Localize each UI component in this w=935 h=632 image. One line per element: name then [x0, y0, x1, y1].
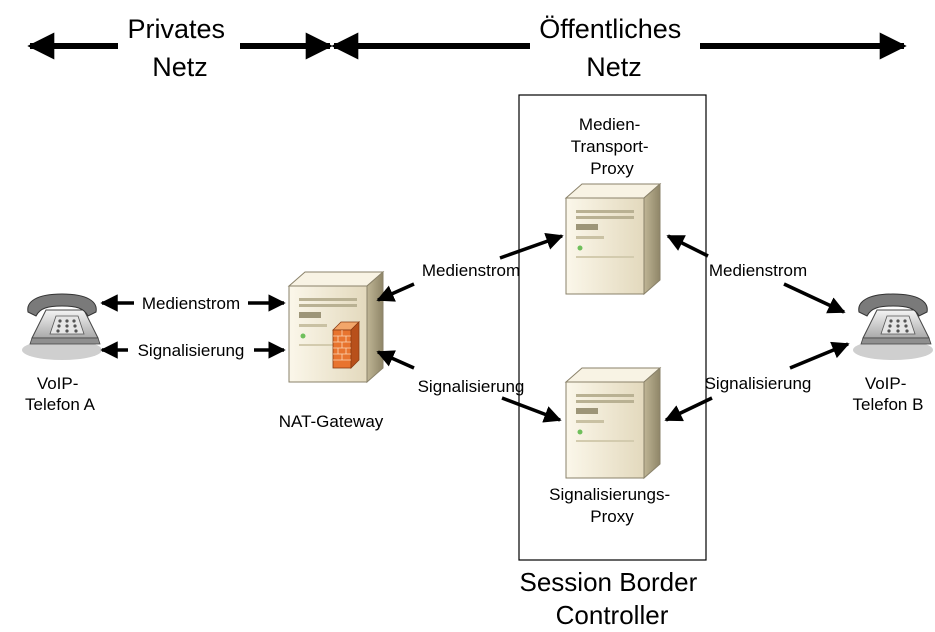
phone-a-media-label: Medienstrom — [142, 294, 240, 313]
signaling-proxy-label: Signalisierungs- Proxy — [549, 485, 675, 526]
server-icon — [565, 183, 661, 295]
media-proxy-label: Medien- Transport- Proxy — [571, 115, 654, 178]
nat-signal-arrow-left — [376, 350, 415, 370]
phone-b-media-arrow-right — [783, 282, 846, 314]
server-icon — [565, 367, 661, 479]
public-zone-label: Öffentliches Netz — [539, 14, 689, 82]
phone-b-media-label: Medienstrom — [709, 261, 807, 280]
phone-b-signal-arrow-right — [789, 341, 850, 370]
nat-media-arrow-left — [376, 282, 415, 302]
phone-b-signal-label: Signalisierung — [705, 374, 812, 393]
nat-media-arrow-right — [499, 233, 564, 260]
nat-gateway-label: NAT-Gateway — [279, 412, 384, 431]
phone-a-label: VoIP- Telefon A — [25, 374, 96, 414]
nat-signal-arrow-right — [501, 396, 562, 423]
phone-a-signal-label: Signalisierung — [138, 341, 245, 360]
phone-b-media-arrow-left — [666, 234, 709, 258]
server-firewall-icon — [288, 271, 384, 383]
private-zone-label: Privates Netz — [127, 14, 232, 82]
nat-signal-label: Signalisierung — [418, 377, 525, 396]
telephone-icon — [852, 293, 934, 361]
phone-b-label: VoIP- Telefon B — [853, 374, 924, 414]
session-border-controller-box — [518, 94, 707, 561]
telephone-icon — [21, 293, 103, 361]
phone-b-signal-arrow-left — [664, 396, 713, 422]
nat-media-label: Medienstrom — [422, 261, 520, 280]
session-border-controller-label: Session Border Controller — [520, 567, 705, 630]
